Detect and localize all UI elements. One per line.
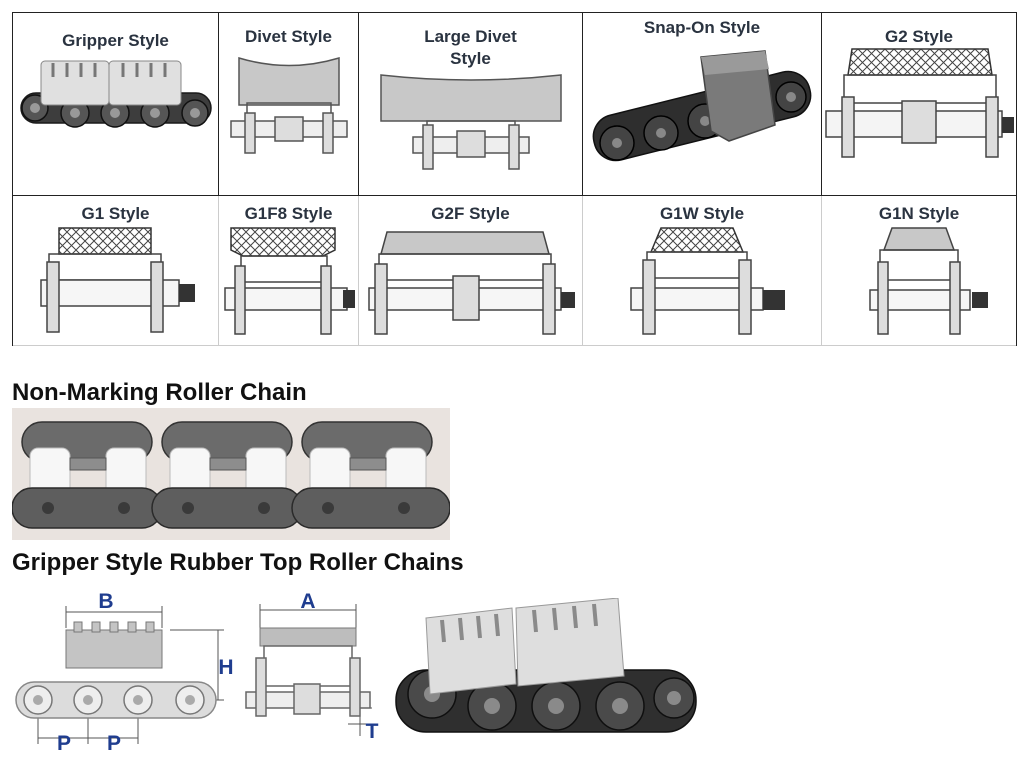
dimension-p-right: P [107,732,121,755]
front-dimension-drawing: A T [245,590,379,743]
dimension-a: A [300,590,315,613]
style-label-g2: G2 Style [884,27,954,46]
style-label-g1: G1 Style [81,204,150,223]
style-cell-g2: G2 Style [822,13,1016,196]
style-cell-gripper: Gripper Style [13,13,219,196]
cross-section-drawing [869,227,988,335]
section-title-non-marking: Non-Marking Roller Chain [12,379,307,406]
style-label-large-divet-2: Style [450,49,491,68]
style-label-g1n: G1N Style [878,204,960,223]
style-label-divet: Divet Style [245,27,332,46]
style-cell-large-divet: Large Divet Style [359,13,583,196]
cross-section-drawing [368,231,575,335]
style-label-gripper: Gripper Style [62,31,169,50]
snap-on-chain-photo [592,50,812,162]
style-label-g1f8: G1F8 Style [244,204,333,223]
style-cell-g1: G1 Style [13,196,219,346]
cross-section-drawing [630,227,785,335]
cross-section-drawing [40,227,195,333]
dimension-t: T [366,720,379,743]
cross-section-drawing [380,74,562,170]
cross-section-drawing [224,227,355,335]
style-cell-snap-on: Snap-On Style [583,13,822,196]
style-label-snap-on: Snap-On Style [643,18,761,37]
dimension-p-left: P [57,732,71,755]
style-label-g2f: G2F Style [431,204,510,223]
side-dimension-drawing: B H P P [15,590,234,755]
dimension-h: H [218,656,233,679]
style-cell-divet: Divet Style [219,13,359,196]
style-label-large-divet-1: Large Divet [424,27,517,46]
style-grid: Gripper Style Divet Style [12,12,1017,346]
section-title-gripper-rubber-top: Gripper Style Rubber Top Roller Chains [12,549,464,576]
style-label-g1w: G1W Style [659,204,745,223]
style-cell-g1w: G1W Style [583,196,822,346]
cross-section-drawing [825,48,1014,158]
gripper-chain-photo [20,60,212,128]
style-cell-g2f: G2F Style [359,196,583,346]
cross-section-drawing [230,56,348,154]
gripper-chain-photo [395,598,697,733]
dimension-b: B [98,590,113,613]
non-marking-chain-photo [12,408,450,540]
style-cell-g1n: G1N Style [822,196,1016,346]
style-cell-g1f8: G1F8 Style [219,196,359,346]
